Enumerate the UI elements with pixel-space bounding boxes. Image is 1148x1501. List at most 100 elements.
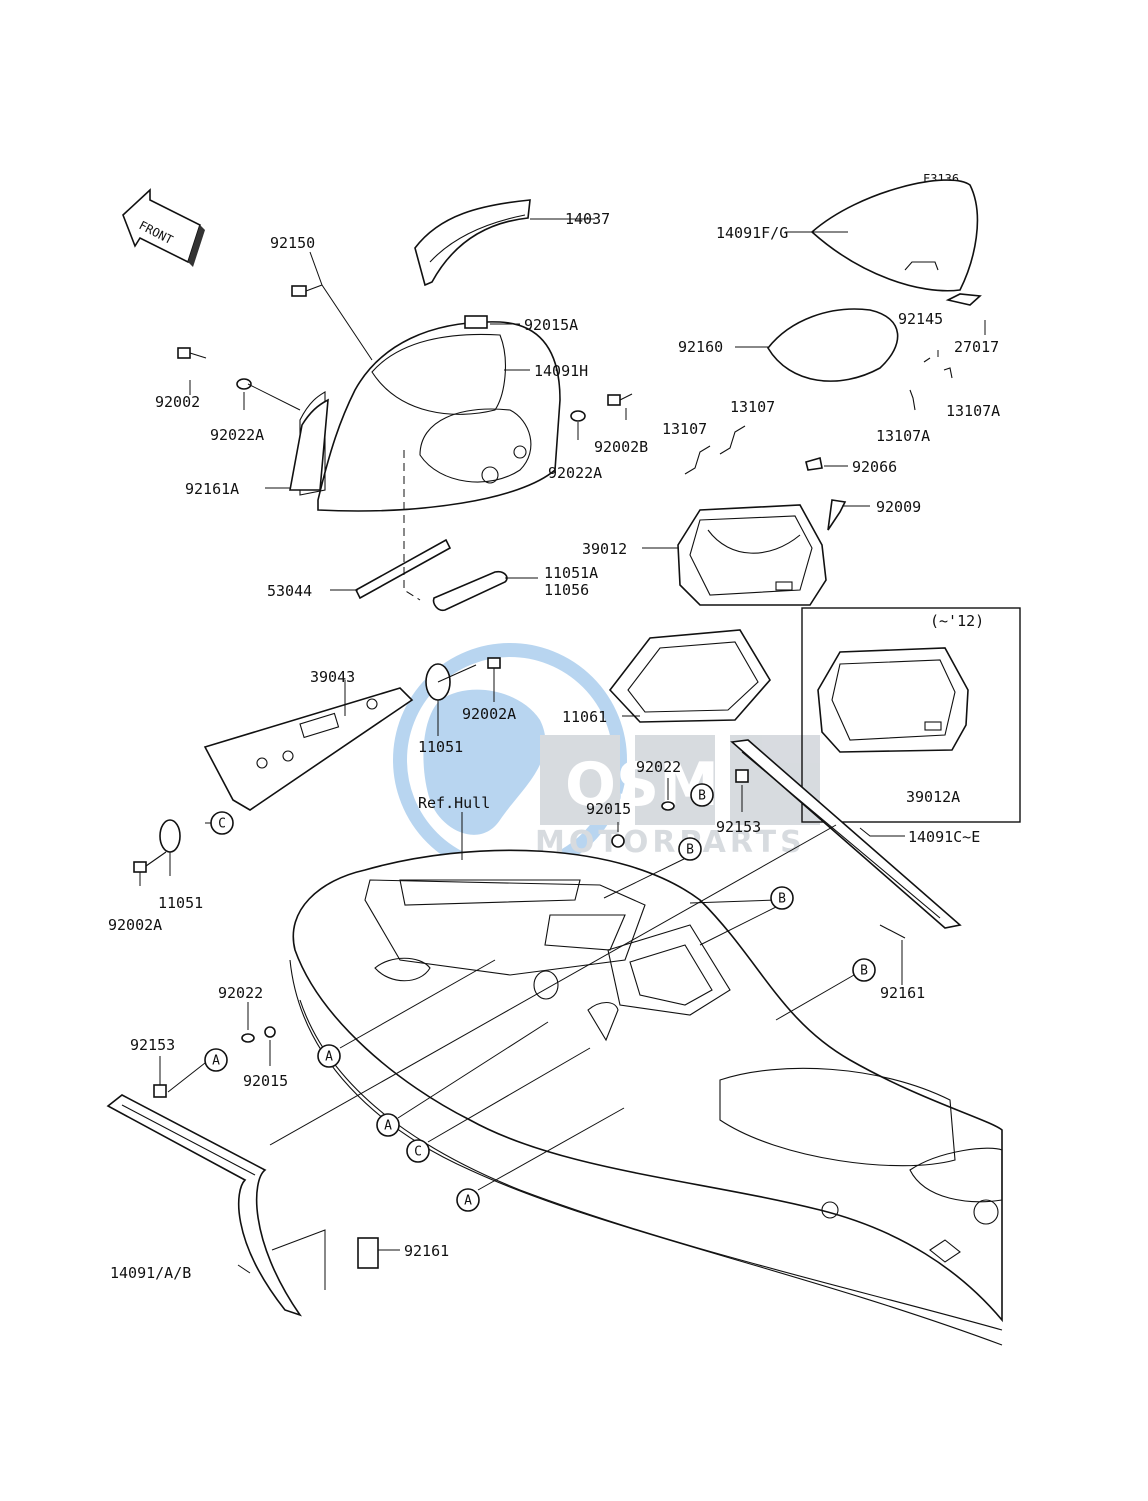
label-11056: 11056 xyxy=(544,581,589,599)
side-trim-14091ce xyxy=(730,739,962,929)
callout-c-upper: C xyxy=(210,811,234,835)
bolt-92002b-icon xyxy=(607,393,633,406)
washer-92022-low-icon xyxy=(241,1033,255,1043)
bolt-92002-icon xyxy=(177,347,207,359)
label-11051a: 11051A xyxy=(544,564,598,582)
label-92153-mid: 92153 xyxy=(716,818,761,836)
label-92009: 92009 xyxy=(876,498,921,516)
svg-text:A: A xyxy=(212,1054,220,1069)
hull-body xyxy=(289,849,1003,1346)
label-11061: 11061 xyxy=(562,708,607,726)
label-92015-low: 92015 xyxy=(243,1072,288,1090)
callout-b4: B xyxy=(852,958,876,982)
watermark-bar-1 xyxy=(540,735,620,825)
svg-text:B: B xyxy=(698,789,706,804)
clip-92015a-icon xyxy=(464,315,488,329)
label-13107a-b: 13107A xyxy=(876,427,930,445)
label-92002b: 92002B xyxy=(594,438,648,456)
label-92015-mid: 92015 xyxy=(586,800,631,818)
label-92022-mid: 92022 xyxy=(636,758,681,776)
clip-13107-icons xyxy=(684,357,953,475)
svg-text:B: B xyxy=(860,964,868,979)
label-14091ce: 14091C~E xyxy=(908,828,980,846)
watermark-globe-land xyxy=(423,689,546,835)
label-53044: 53044 xyxy=(267,582,312,600)
label-39012: 39012 xyxy=(582,540,627,558)
washer-92022a-right-icon xyxy=(570,410,586,422)
label-92002a-bot: 92002A xyxy=(108,916,162,934)
label-14091fg: 14091F/G xyxy=(716,224,788,242)
callouts: C B B B B A A A xyxy=(204,783,876,1212)
trim-92161-low-icon xyxy=(357,1237,379,1269)
front-trim-strip xyxy=(289,398,329,491)
screw-92066-icon xyxy=(805,456,823,471)
washer-92022a-left-icon xyxy=(236,378,252,390)
label-92153-low: 92153 xyxy=(130,1036,175,1054)
nut-92015-low-icon xyxy=(264,1026,276,1038)
callout-a3: A xyxy=(456,1188,480,1212)
label-92160: 92160 xyxy=(678,338,723,356)
callout-c-lower: C xyxy=(406,1139,430,1163)
variant-box: (~'12) xyxy=(801,607,1021,823)
gasket-11061 xyxy=(608,629,771,723)
svg-text:A: A xyxy=(325,1050,333,1065)
variant-note: (~'12) xyxy=(930,612,984,630)
svg-text:A: A xyxy=(384,1119,392,1134)
label-13107a-a: 13107A xyxy=(946,402,1000,420)
label-92066: 92066 xyxy=(852,458,897,476)
svg-text:B: B xyxy=(686,843,694,858)
label-92022a-left: 92022A xyxy=(210,426,264,444)
label-ref-hull: Ref.Hull xyxy=(418,794,490,812)
callout-b1: B xyxy=(690,783,714,807)
label-14091ab: 14091/A/B xyxy=(110,1264,191,1282)
storage-lid-part xyxy=(810,179,979,292)
svg-text:A: A xyxy=(464,1194,472,1209)
watermark: OSM MOTORPARTS xyxy=(393,643,820,877)
trim-92161-right-icon xyxy=(879,924,906,939)
label-92161-low: 92161 xyxy=(404,1242,449,1260)
label-92015a: 92015A xyxy=(524,316,578,334)
label-92150: 92150 xyxy=(270,234,315,252)
label-27017: 27017 xyxy=(954,338,999,356)
callout-a2: A xyxy=(376,1113,400,1137)
screw-92009-icon xyxy=(827,499,847,531)
label-92002a-top: 92002A xyxy=(462,705,516,723)
bracket-plate-39043 xyxy=(203,687,414,811)
label-92022-low: 92022 xyxy=(218,984,263,1002)
bracket-11056 xyxy=(432,570,508,612)
storage-bin-39012 xyxy=(677,504,827,606)
washer-11051-bot-icon xyxy=(159,819,181,853)
label-92022a-right: 92022A xyxy=(548,464,602,482)
rod-53044 xyxy=(354,538,452,600)
callout-b3: B xyxy=(770,886,794,910)
watermark-sub: MOTORPARTS xyxy=(535,825,806,860)
side-trim-14091ab xyxy=(106,1094,303,1317)
bolt-92002a-top-icon xyxy=(487,657,501,669)
part-labels: 14037 14091F/G 92150 92015A 14091H 92002… xyxy=(108,210,1000,1282)
handle-cover-part xyxy=(414,199,531,287)
callout-b2: B xyxy=(678,837,702,861)
label-39043: 39043 xyxy=(310,668,355,686)
label-39012a: 39012A xyxy=(906,788,960,806)
label-11051-bot: 11051 xyxy=(158,894,203,912)
label-92161-right: 92161 xyxy=(880,984,925,1002)
label-14091h: 14091H xyxy=(534,362,588,380)
svg-text:C: C xyxy=(218,817,226,832)
bolt-92153-low-icon xyxy=(153,1084,167,1098)
bolt-92153-mid-icon xyxy=(735,769,749,783)
tag-27017 xyxy=(945,293,982,306)
label-13107-a: 13107 xyxy=(730,398,775,416)
watermark-brand: OSM xyxy=(565,750,719,820)
front-arrow-icon: FRONT xyxy=(122,188,205,267)
callout-a1: A xyxy=(317,1044,341,1068)
svg-text:B: B xyxy=(778,892,786,907)
bolt-92150-icon xyxy=(291,284,323,297)
label-11051-top: 11051 xyxy=(418,738,463,756)
callout-a-low: A xyxy=(204,1048,228,1072)
hw-low-icons xyxy=(153,1026,276,1098)
label-92145: 92145 xyxy=(898,310,943,328)
washer-92022-mid-icon xyxy=(661,801,675,811)
svg-text:C: C xyxy=(414,1145,422,1160)
label-92161a: 92161A xyxy=(185,480,239,498)
